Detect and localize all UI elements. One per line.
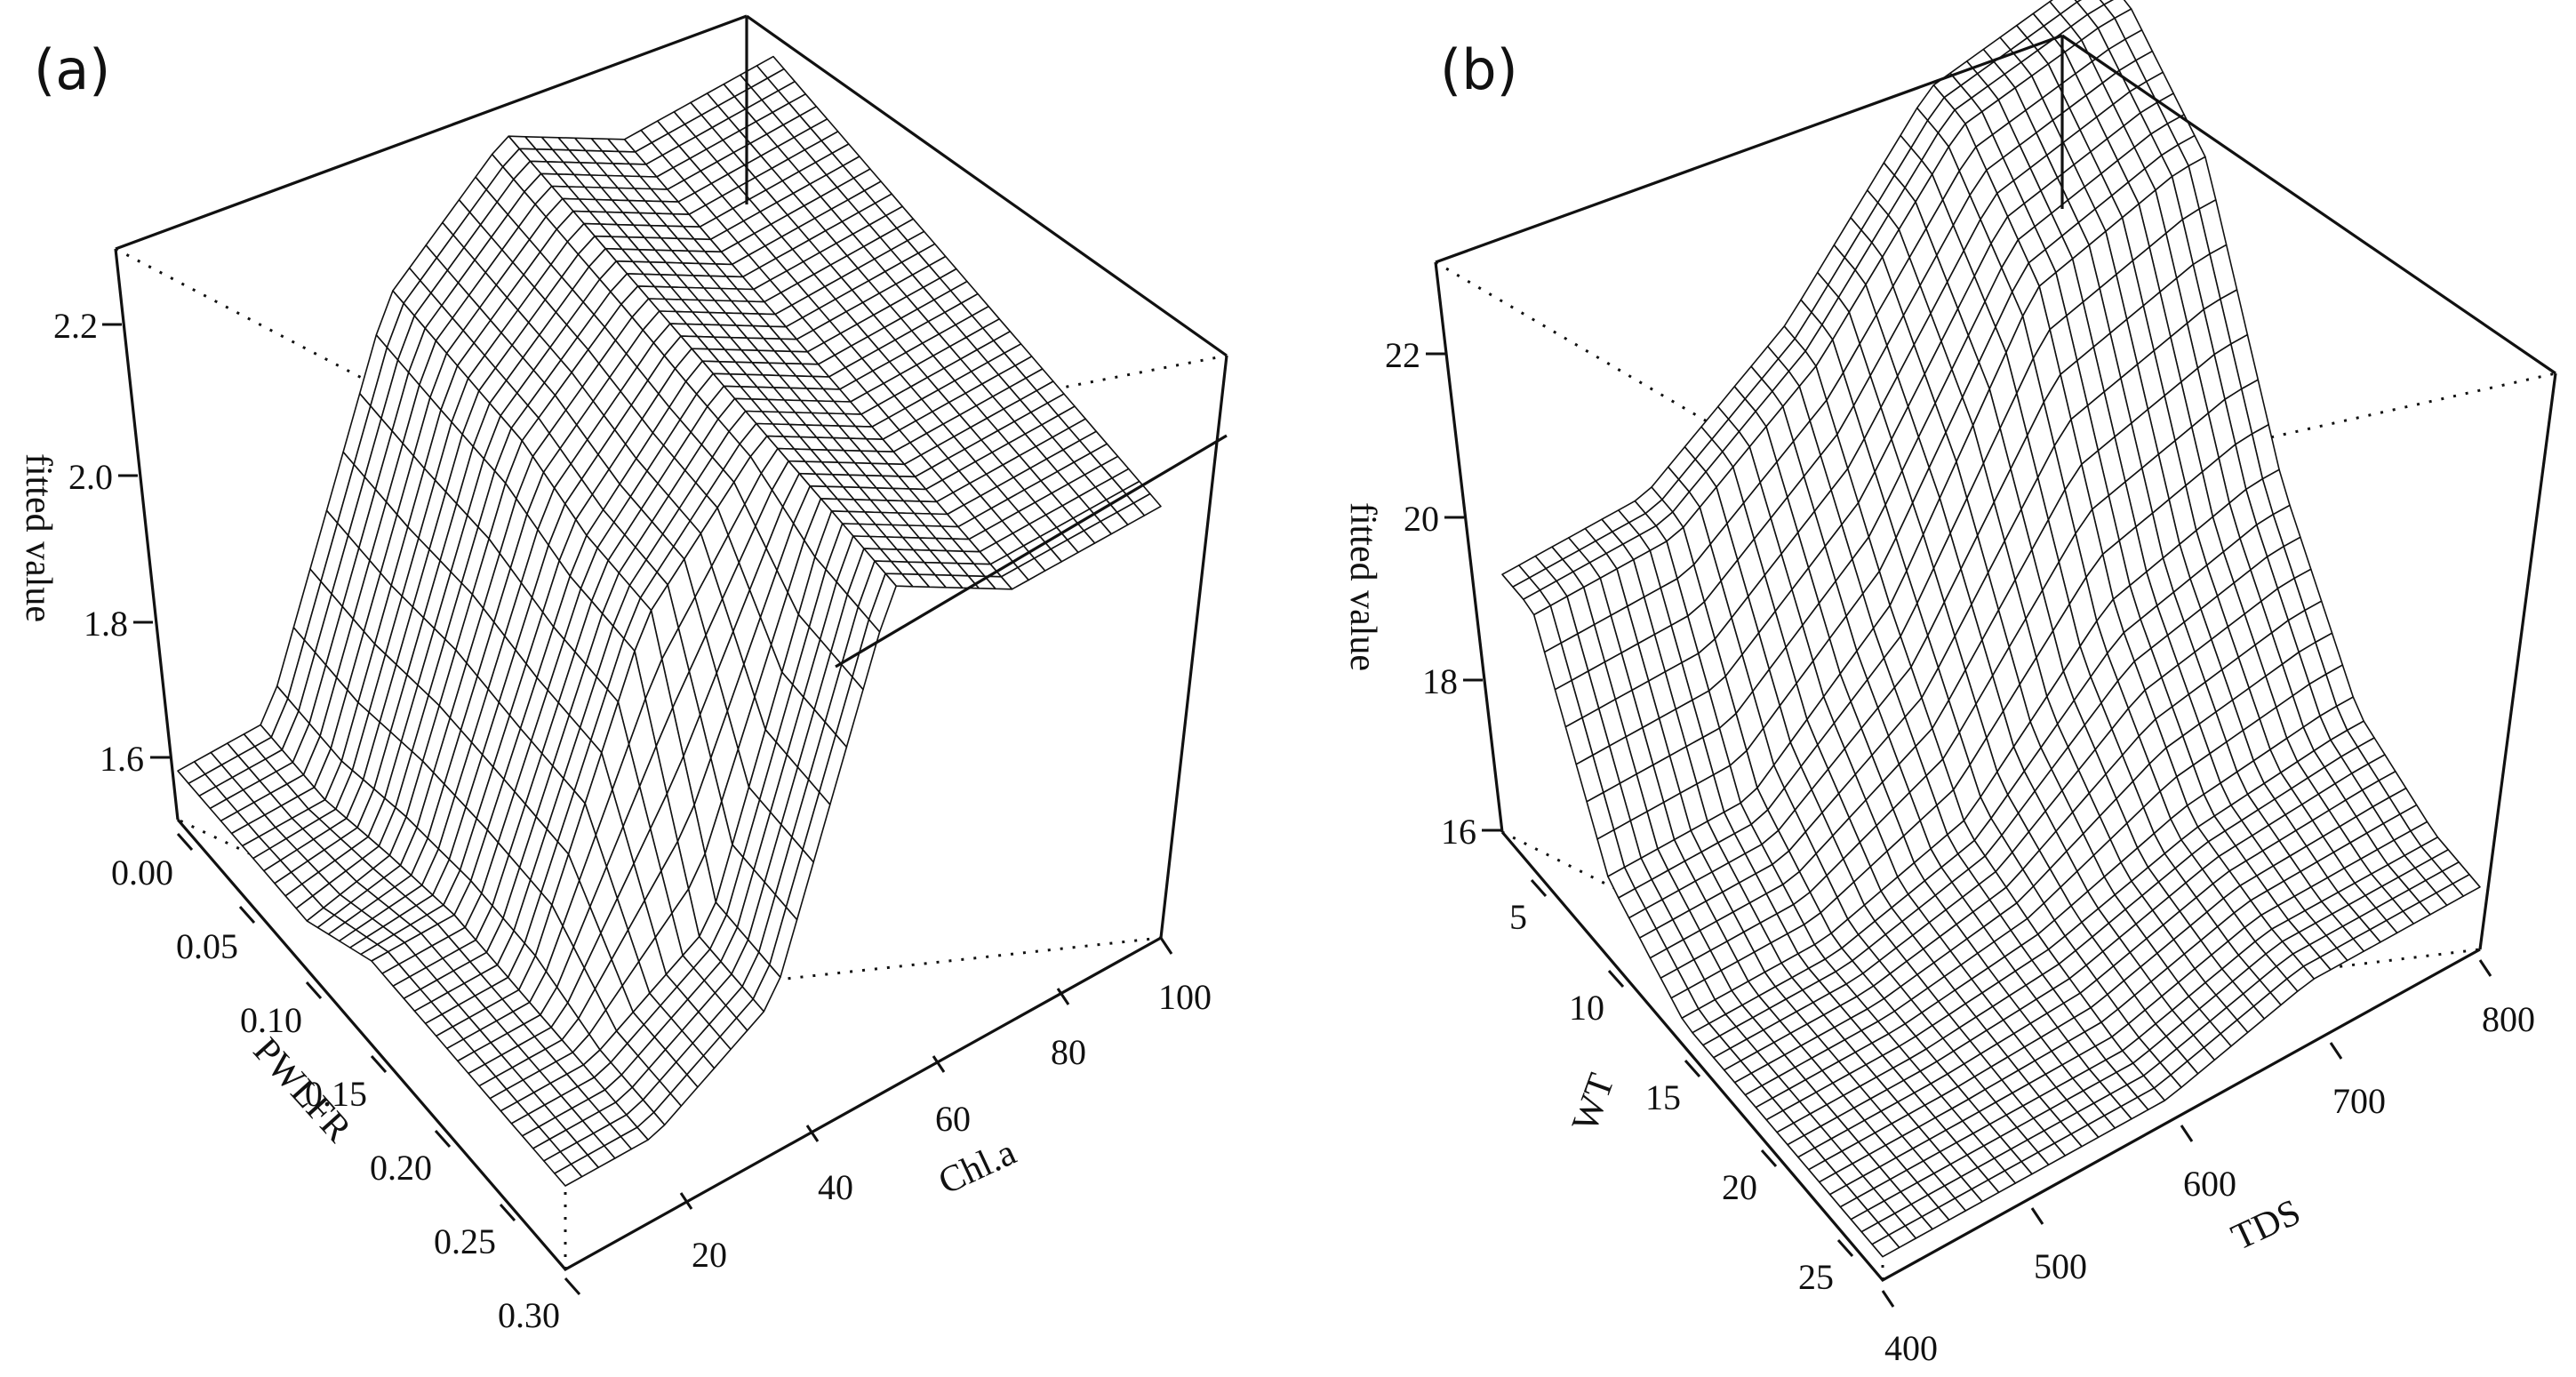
panel-b: (b) 22 20 18 16 fitted value bbox=[1342, 0, 2557, 1368]
panel-b-x-axis: 5 10 15 20 25 WT bbox=[1509, 879, 1854, 1297]
panel-b-z-axis-title: fitted value bbox=[1342, 502, 1383, 671]
panel-b-y-axis: 400 500 600 700 800 TDS bbox=[1881, 959, 2535, 1368]
panel-a-label: (a) bbox=[34, 37, 110, 102]
panel-a-y-tick: 60 bbox=[935, 1099, 971, 1139]
panel-a-y-tick: 20 bbox=[692, 1235, 727, 1275]
panel-b-y-tick: 700 bbox=[2332, 1081, 2386, 1121]
panel-b-y-tick: 500 bbox=[2034, 1246, 2087, 1286]
panel-b-z-axis: 22 20 18 16 fitted value bbox=[1342, 335, 1501, 852]
panel-a-x-tick: 0.10 bbox=[240, 1000, 302, 1040]
panel-a-x-tick: 0.15 bbox=[305, 1074, 367, 1114]
panel-a-box-edges bbox=[114, 14, 1228, 1272]
panel-b-y-tick: 800 bbox=[2482, 999, 2535, 1039]
panel-a-x-tick: 0.00 bbox=[111, 853, 173, 893]
panel-a-x-tick: 0.25 bbox=[434, 1221, 496, 1261]
panel-a-y-tick: 100 bbox=[1158, 977, 1212, 1017]
panel-b-y-tick: 600 bbox=[2183, 1164, 2236, 1204]
panel-b-x-tick: 20 bbox=[1722, 1167, 1757, 1207]
surface-cell bbox=[1871, 1234, 1900, 1258]
panel-a: (a) 2.2 2.0 1.8 bbox=[18, 14, 1228, 1335]
panel-b-z-tick: 22 bbox=[1385, 335, 1420, 375]
panel-b-z-tick: 16 bbox=[1441, 812, 1476, 852]
panel-a-x-tick: 0.05 bbox=[176, 926, 238, 966]
panel-b-box-edges bbox=[1434, 34, 2557, 1283]
panel-b-y-tick: 400 bbox=[1884, 1328, 1938, 1368]
panel-b-x-tick: 25 bbox=[1798, 1257, 1834, 1297]
panel-a-x-tick: 0.30 bbox=[498, 1295, 560, 1335]
panel-a-z-axis-title: fitted value bbox=[18, 453, 59, 622]
panel-b-x-tick: 10 bbox=[1569, 988, 1604, 1028]
panel-b-z-tick: 20 bbox=[1404, 499, 1439, 539]
panel-a-y-axis-title: Chl.a bbox=[932, 1132, 1022, 1203]
panel-a-z-axis: 2.2 2.0 1.8 1.6 fitted value bbox=[18, 306, 170, 779]
panel-a-z-tick: 1.6 bbox=[100, 739, 144, 779]
panel-a-y-tick: 80 bbox=[1051, 1032, 1086, 1072]
panel-b-surface bbox=[1501, 0, 2481, 1258]
panel-b-y-axis-title: TDS bbox=[2226, 1192, 2307, 1259]
panel-a-x-tick: 0.20 bbox=[370, 1148, 432, 1188]
panel-b-x-axis-title: WT bbox=[1564, 1069, 1623, 1137]
panel-b-z-tick: 18 bbox=[1422, 661, 1458, 701]
panel-a-z-tick: 1.8 bbox=[84, 604, 128, 644]
panel-b-x-tick: 15 bbox=[1645, 1077, 1681, 1117]
panel-a-surface bbox=[177, 55, 1162, 1187]
surface-cell bbox=[554, 1163, 583, 1187]
panel-a-z-tick: 2.0 bbox=[68, 457, 113, 497]
panel-a-z-tick: 2.2 bbox=[53, 306, 98, 346]
panel-b-label: (b) bbox=[1440, 37, 1518, 102]
panel-b-x-tick: 5 bbox=[1509, 897, 1527, 937]
panel-a-y-tick: 40 bbox=[818, 1167, 853, 1207]
